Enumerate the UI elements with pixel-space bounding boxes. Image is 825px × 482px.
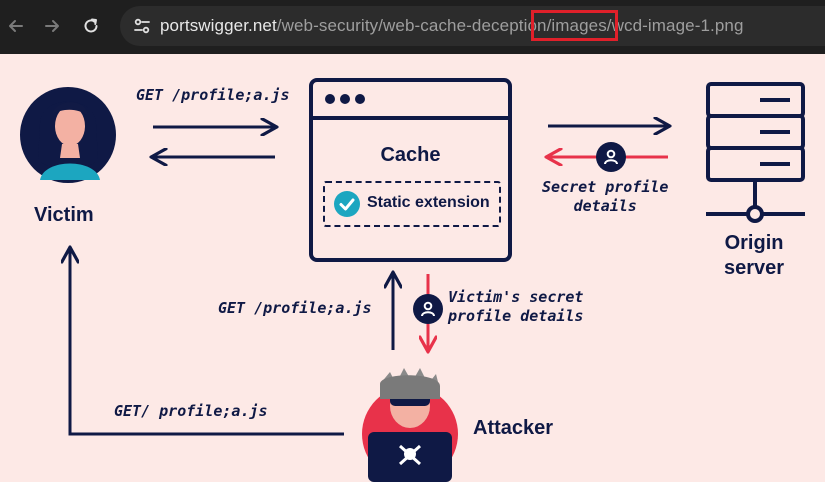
victim-avatar-icon (20, 87, 116, 183)
attacker-avatar-icon (362, 368, 458, 482)
victim-secret-line1: Victim's secret (448, 288, 584, 306)
tune-icon (134, 18, 150, 34)
check-circle-icon (334, 191, 360, 217)
url-path-start: /web-security/web-cache-deceptio (276, 16, 538, 35)
back-button[interactable] (1, 11, 31, 41)
site-settings-button[interactable] (128, 12, 156, 40)
url-text[interactable]: portswigger.net/web-security/web-cache-d… (160, 6, 744, 46)
user-profile-icon (596, 142, 626, 172)
reload-icon (84, 18, 98, 33)
static-extension-rule: Static extension (323, 181, 501, 227)
window-dot-icon (355, 94, 365, 104)
url-highlighted-segment: n/images/ (531, 10, 618, 41)
victim-secret-label: Victim's secret profile details (448, 288, 583, 326)
secret-line1: Secret profile (542, 178, 669, 196)
arrow-left-icon (9, 20, 23, 32)
victim-label: Victim (34, 204, 94, 226)
cache-title: Cache (380, 144, 441, 166)
origin-label-line1: Origin (724, 232, 784, 254)
secret-line2: details (573, 197, 637, 215)
browser-toolbar: portswigger.net/web-security/web-cache-d… (0, 0, 825, 54)
cache-window-titlebar (313, 82, 508, 120)
url-host: portswigger.net (160, 16, 277, 35)
arrow-right-icon (45, 20, 59, 32)
origin-server-label: Origin server (724, 232, 784, 280)
attacker-label: Attacker (473, 417, 554, 439)
request-top-label: GET /profile;a.js (136, 86, 290, 104)
address-bar[interactable]: portswigger.net/web-security/web-cache-d… (120, 6, 825, 46)
victim-secret-line2: profile details (448, 307, 584, 325)
diagram-arrows (20, 82, 805, 482)
secret-profile-details-label: Secret profile details (542, 178, 668, 216)
user-profile-icon (413, 294, 443, 324)
request-middle-label: GET /profile;a.js (218, 299, 372, 317)
request-bottom-label: GET/ profile;a.js (114, 402, 268, 420)
web-cache-deception-diagram: Cache Static extension Victim Origin ser… (0, 54, 825, 482)
static-extension-label: Static extension (367, 194, 490, 211)
origin-label-line2: server (724, 257, 785, 279)
window-dot-icon (340, 94, 350, 104)
url-path-end: wcd-image-1.png (611, 16, 744, 35)
cache-window: Cache Static extension (309, 78, 512, 262)
forward-button[interactable] (37, 11, 67, 41)
reload-button[interactable] (76, 11, 106, 41)
server-icon (706, 82, 805, 223)
arrow-attacker-to-victim (70, 249, 344, 436)
window-dot-icon (325, 94, 335, 104)
